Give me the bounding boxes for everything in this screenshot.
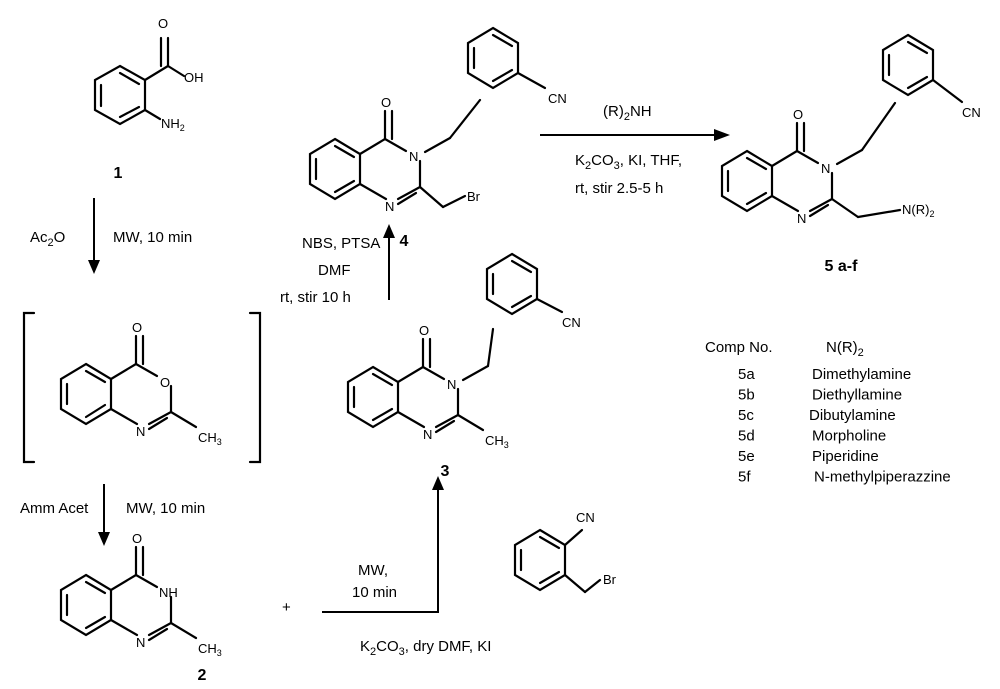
step4-conditions-line1: NBS, PTSA xyxy=(302,235,380,252)
arrow-step-2 xyxy=(98,484,110,546)
arrow-step-5 xyxy=(540,129,730,141)
methyl-label: CH3 xyxy=(198,430,222,447)
step3-base-solvent: K2CO3, dry DMF, KI xyxy=(360,638,491,658)
nitrile-label: CN xyxy=(962,105,981,120)
arrow-step-3 xyxy=(322,476,444,613)
nitrile-label: CN xyxy=(548,91,567,106)
table-cell-comp: 5e xyxy=(738,448,755,465)
amine-label: NH2 xyxy=(161,116,185,133)
step1-conditions: MW, 10 min xyxy=(113,229,192,246)
ring-n1-label: N xyxy=(797,211,806,226)
compound-number-5: 5 a-f xyxy=(825,258,859,275)
compound-number-4: 4 xyxy=(400,233,409,250)
table-cell-comp: 5c xyxy=(738,407,754,424)
methyl-label: CH3 xyxy=(198,641,222,658)
carbonyl-oxygen-label: O xyxy=(132,531,142,546)
ring-nitrogen-label: N xyxy=(136,635,145,650)
carbonyl-oxygen-label: O xyxy=(419,323,429,338)
table-cell-amine: Piperidine xyxy=(812,448,879,465)
step5-reagent: (R)2NH xyxy=(603,103,652,123)
substituent-table: Comp No. N(R)2 5a Dimethylamine 5b Diethyll… xyxy=(705,339,951,486)
arrow-step-1 xyxy=(88,198,100,274)
compound-3-structure: O N N CH3 CN xyxy=(346,252,581,450)
bromomethyl-benzonitrile-structure: CN Br xyxy=(513,510,617,594)
compound-4-structure: O N N Br CN xyxy=(308,26,567,214)
table-cell-amine: Morpholine xyxy=(812,428,886,445)
table-cell-amine: Dibutylamine xyxy=(809,407,896,424)
compound-number-3: 3 xyxy=(441,463,450,480)
benzoxazinone-structure: O O N CH3 xyxy=(59,320,222,447)
arrow-step-4 xyxy=(383,224,395,300)
step3-conditions-line2: 10 min xyxy=(352,584,397,601)
carbonyl-oxygen-label: O xyxy=(381,95,391,110)
table-cell-comp: 5b xyxy=(738,387,755,404)
table-cell-comp: 5d xyxy=(738,428,755,445)
table-cell-comp: 5a xyxy=(738,366,755,383)
methyl-label: CH3 xyxy=(485,433,509,450)
ring-n3-label: N xyxy=(447,377,456,392)
nitrile-label: CN xyxy=(562,315,581,330)
carbonyl-oxygen-label: O xyxy=(793,107,803,122)
ring-oxygen-label: O xyxy=(160,375,170,390)
hydroxyl-label: OH xyxy=(184,70,204,85)
table-header-nr2: N(R)2 xyxy=(826,339,864,359)
nh-label: NH xyxy=(159,585,178,600)
step4-conditions-line3: rt, stir 10 h xyxy=(280,289,351,306)
ring-n3-label: N xyxy=(409,149,418,164)
step5-conditions-line2: K2CO3, KI, THF, xyxy=(575,152,682,172)
table-cell-amine: Dimethylamine xyxy=(812,366,911,383)
plus-sign: + xyxy=(282,599,291,616)
compound-number-2: 2 xyxy=(198,667,207,684)
step2-conditions: MW, 10 min xyxy=(126,500,205,517)
carbonyl-oxygen-label: O xyxy=(158,16,168,31)
step5-conditions-line3: rt, stir 2.5-5 h xyxy=(575,180,663,197)
step1-reagent: Ac2O xyxy=(30,229,65,249)
table-cell-amine: Diethyllamine xyxy=(812,387,902,404)
table-cell-comp: 5f xyxy=(738,469,751,486)
step3-conditions-line1: MW, xyxy=(358,562,388,579)
table-rows: 5a Dimethylamine 5b Diethyllamine 5c Dibutyla… xyxy=(738,366,951,486)
compound-1-structure: O OH NH2 xyxy=(93,16,204,133)
bromine-label: Br xyxy=(467,189,481,204)
intermediate-bracket xyxy=(22,311,262,464)
compound-5-structure: O N N N(R)2 CN xyxy=(720,33,981,226)
carbonyl-oxygen-label: O xyxy=(132,320,142,335)
table-header-comp: Comp No. xyxy=(705,339,773,356)
compound-2-structure: O NH N CH3 xyxy=(59,531,222,658)
ring-nitrogen-label: N xyxy=(136,424,145,439)
nr2-label: N(R)2 xyxy=(902,202,934,219)
step2-reagent: Amm Acet xyxy=(20,500,89,517)
ring-n1-label: N xyxy=(423,427,432,442)
step4-conditions-line2: DMF xyxy=(318,262,351,279)
compound-number-1: 1 xyxy=(114,165,123,182)
ring-n1-label: N xyxy=(385,199,394,214)
nitrile-label: CN xyxy=(576,510,595,525)
ring-n3-label: N xyxy=(821,161,830,176)
bromine-label: Br xyxy=(603,572,617,587)
table-cell-amine: N-methylpiperazzine xyxy=(814,469,951,486)
